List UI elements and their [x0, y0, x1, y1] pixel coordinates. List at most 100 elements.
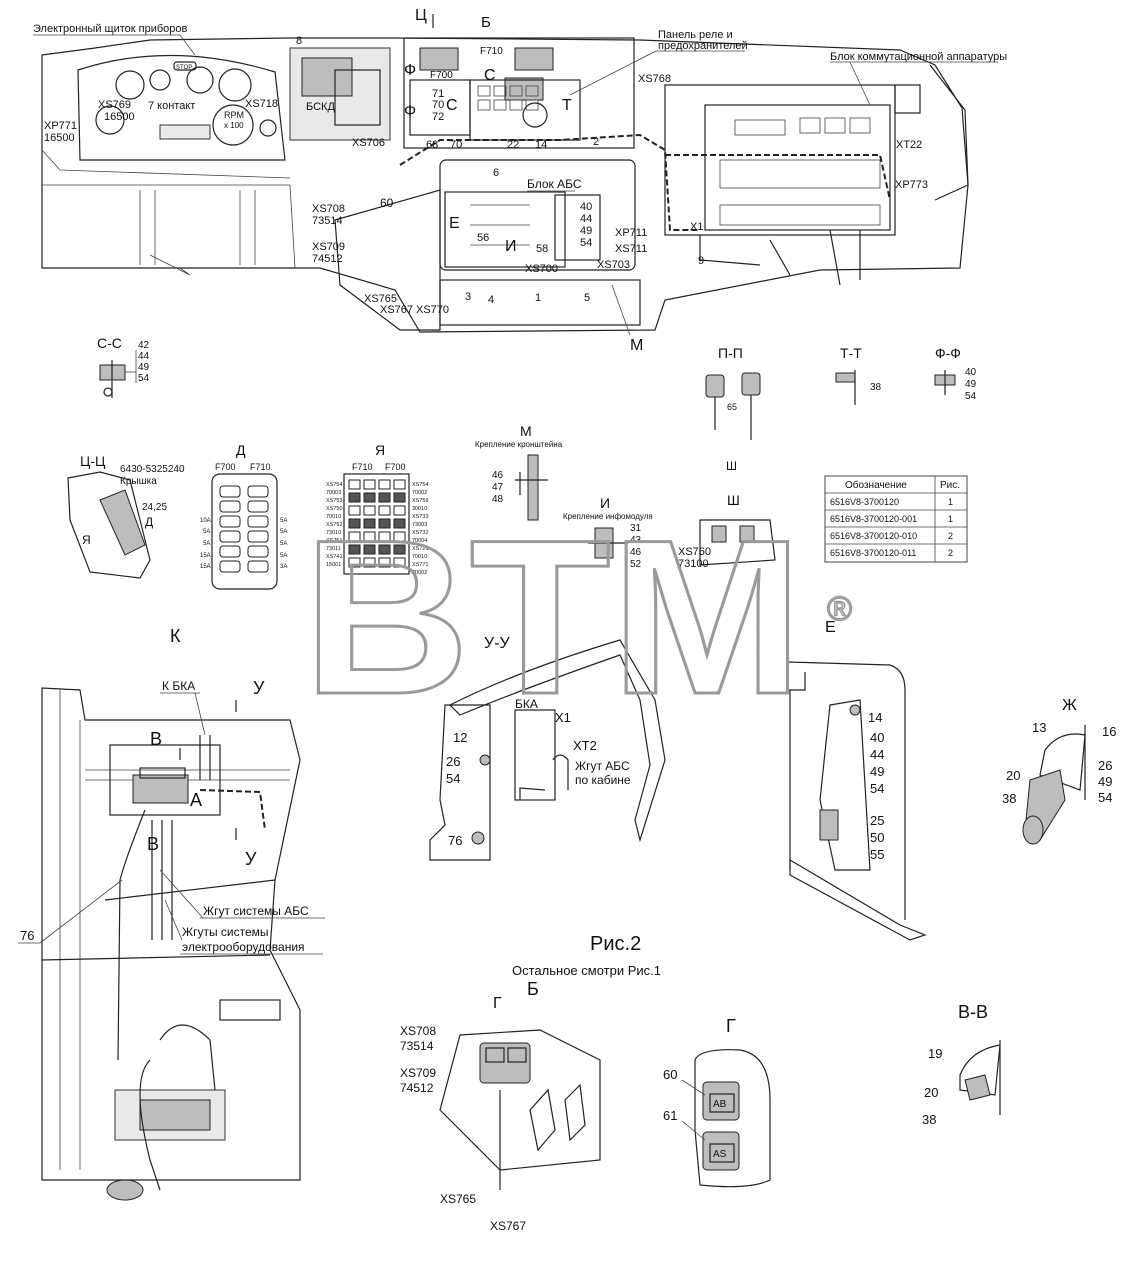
fuse-cell	[219, 545, 241, 558]
section-yy-title: У-У	[484, 635, 510, 652]
section-f2: Ф	[404, 103, 416, 120]
contact7-label: 7 контакт	[148, 100, 195, 112]
ya-right-label: 70004	[412, 538, 427, 544]
section-e-big: Е 14 40 44 49 54 25 50 55	[787, 619, 927, 941]
section-m-bracket: М Крепление кронштейна 46 47 48	[475, 423, 563, 521]
section-ff-title: Ф-Ф	[935, 345, 961, 361]
section-g-arrow: Г	[493, 995, 502, 1012]
conn-xs768: XS768	[638, 73, 671, 85]
section-uu: У-У БКА X1 XT2 Жгут АБС по кабине 12 26 …	[429, 635, 666, 861]
conn-xs760: XS760	[678, 546, 711, 558]
relay-cell	[363, 557, 376, 568]
relay-cell	[348, 505, 361, 516]
d-amp-r4: 5A	[280, 553, 287, 559]
table-row-4-fig: 2	[948, 548, 953, 558]
fuse-cell	[247, 500, 269, 513]
section-v2: В	[147, 834, 159, 854]
section-zh-title: Ж	[1062, 697, 1077, 714]
bka-label: БКА	[515, 697, 538, 711]
harness-elec-label-2: электрооборудования	[182, 940, 305, 954]
g-60: 60	[663, 1067, 677, 1082]
i-31: 31	[630, 523, 642, 534]
g-61: 61	[663, 1108, 677, 1123]
harness-abs-cab-2: по кабине	[575, 773, 631, 787]
e-54: 54	[870, 781, 884, 796]
ya-f700: F700	[385, 462, 406, 472]
relay-cell	[348, 544, 361, 555]
yy-12: 12	[453, 730, 467, 745]
conn-xs709: XS709	[312, 241, 345, 253]
b-74512: 74512	[400, 1081, 434, 1095]
label-n60: 60	[380, 196, 394, 210]
fuse-f710: F710	[480, 46, 503, 57]
watermark-reg: ®	[827, 590, 852, 628]
relay-cell	[393, 492, 406, 503]
ya-right-label: 30010	[412, 506, 427, 512]
ff-54: 54	[965, 391, 977, 402]
zh-16: 16	[1102, 724, 1116, 739]
section-f1: Ф	[404, 62, 416, 79]
conn-xs769: XS769	[98, 99, 131, 111]
ya-left-label: 70010	[326, 514, 341, 520]
section-ts: Ц	[415, 7, 427, 24]
section-u1: У	[253, 678, 265, 698]
section-u2: У	[245, 849, 257, 869]
relay-cell	[363, 479, 376, 490]
conn-xp771: XP771	[44, 120, 77, 132]
section-k-title: К	[170, 626, 181, 646]
section-d-fuses: Д F700 F710 10A 5A 5A 15A 15A 5A 5A 5A 5…	[200, 442, 287, 590]
section-tsts-title: Ц-Ц	[80, 453, 106, 469]
section-mm-title: М	[520, 423, 532, 439]
table-row-1-code: 6516V8-3700120	[830, 497, 899, 507]
relay-cell	[393, 557, 406, 568]
conn-xt22: XT22	[896, 139, 922, 151]
relay-cell	[348, 531, 361, 542]
label-n8: 8	[296, 35, 302, 47]
relay-cell	[393, 505, 406, 516]
section-sh: Ш XS760 73100	[678, 492, 776, 570]
ya-f710: F710	[352, 462, 373, 472]
section-d-small: Д	[145, 515, 153, 529]
ya-right-label: 70002	[412, 490, 427, 496]
section-sh-arrow: Ш	[726, 459, 737, 473]
label-n40: 40	[580, 201, 592, 213]
section-v1: В	[150, 729, 162, 749]
cc-44: 44	[138, 351, 150, 362]
relay-cell	[363, 518, 376, 529]
harness-elec-label-1: Жгуты системы	[182, 925, 269, 939]
cover-name: Крышка	[120, 476, 157, 487]
conn-xs767: XS767	[380, 304, 413, 316]
relay-cell	[378, 557, 391, 568]
section-ebig-title: Е	[825, 619, 836, 636]
b-xs765: XS765	[440, 1192, 476, 1206]
watermark: BTM ®	[302, 493, 853, 742]
ya-right-label: 70002	[412, 570, 427, 576]
harness-abs-cab-1: Жгут АБС	[575, 759, 630, 773]
zh-13: 13	[1032, 720, 1046, 735]
section-i-infomodule: И Крепление инфомодуля 31 43 46 52	[563, 495, 653, 570]
fuse-cell	[247, 515, 269, 528]
section-i: И	[505, 238, 517, 255]
relay-cell	[393, 544, 406, 555]
ya-right-label: XS721	[412, 546, 429, 552]
label-n4: 4	[488, 294, 494, 306]
d-amp-5: 15A	[200, 564, 211, 570]
relay-cell	[378, 544, 391, 555]
label-n14: 14	[535, 139, 547, 151]
ya-left-label: XS741	[326, 554, 343, 560]
i-43: 43	[630, 535, 642, 546]
relay-cell	[363, 505, 376, 516]
conn-16500a: 16500	[104, 111, 135, 123]
relay-cell	[378, 479, 391, 490]
vv-19: 19	[928, 1046, 942, 1061]
conn-xt2: XT2	[573, 738, 597, 753]
fuse-cell	[219, 500, 241, 513]
b-73514: 73514	[400, 1039, 434, 1053]
table-row-2-fig: 1	[948, 514, 953, 524]
cc-54: 54	[138, 373, 150, 384]
ya-left-label: XS754	[326, 482, 343, 488]
section-cc: С-С 42 44 49 54	[97, 335, 150, 398]
zh-49: 49	[1098, 774, 1112, 789]
designation-table: Обозначение Рис. 6516V8-3700120 1 6516V8…	[824, 475, 968, 563]
e-44: 44	[870, 747, 884, 762]
